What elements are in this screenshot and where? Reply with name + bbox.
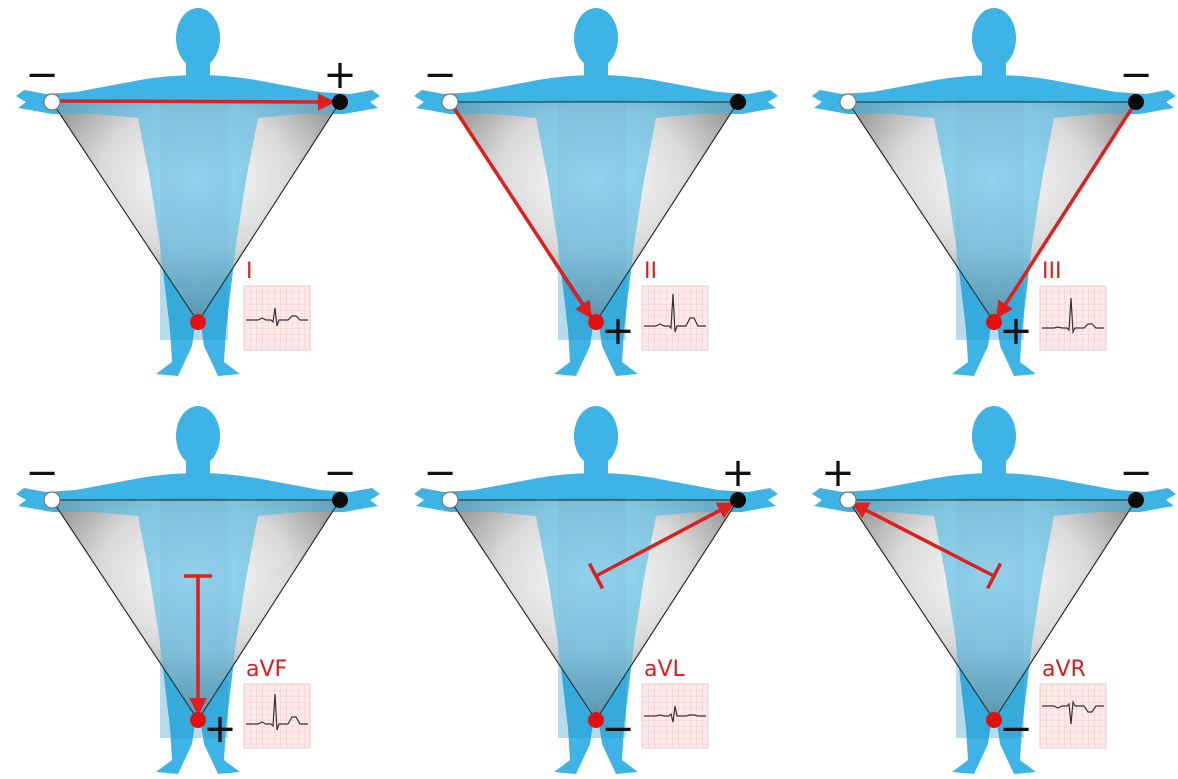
ecg-waveform xyxy=(644,705,706,723)
ecg-trace-thumbnail xyxy=(1039,683,1107,749)
ecg-waveform xyxy=(1042,699,1104,725)
right-arm-electrode xyxy=(441,93,459,111)
black-electrode-polarity-sign: + xyxy=(721,450,755,496)
einthoven-triangle-overlay xyxy=(51,499,341,721)
black-electrode-polarity-sign: − xyxy=(1119,450,1153,496)
ecg-trace-thumbnail xyxy=(1039,285,1107,351)
lead-vector-arrow xyxy=(850,502,995,578)
right-arm-electrode xyxy=(839,93,857,111)
left-arm-electrode xyxy=(730,94,746,110)
red-electrode-polarity-sign: − xyxy=(601,706,635,752)
left-leg-electrode xyxy=(588,314,604,330)
lead-label: II xyxy=(644,259,657,284)
left-leg-electrode xyxy=(190,712,206,728)
ecg-trace-thumbnail xyxy=(641,285,709,351)
right-arm-electrode xyxy=(441,491,459,509)
left-leg-electrode xyxy=(190,314,206,330)
lead-vector-arrow xyxy=(53,93,336,111)
ecg-trace-thumbnail xyxy=(243,683,311,749)
red-electrode-polarity-sign: − xyxy=(999,706,1033,752)
left-arm-electrode xyxy=(1128,492,1144,508)
left-leg-electrode xyxy=(986,314,1002,330)
black-electrode-polarity-sign: + xyxy=(323,52,357,98)
lead-vector-arrow xyxy=(996,107,1134,319)
ecg-trace-thumbnail xyxy=(243,285,311,351)
lead-label: III xyxy=(1042,259,1061,284)
lead-vector-arrow xyxy=(452,107,592,319)
red-electrode-polarity-sign: + xyxy=(999,308,1033,354)
red-electrode-polarity-sign: + xyxy=(601,308,635,354)
right-arm-electrode xyxy=(43,93,61,111)
red-electrode-polarity-sign: + xyxy=(203,706,237,752)
lead-panel-III: − + III xyxy=(812,8,1176,376)
left-leg-electrode xyxy=(588,712,604,728)
lead-panel-aVL: −+−aVL xyxy=(414,406,778,774)
white-electrode-polarity-sign: + xyxy=(821,450,855,496)
lead-vector-tail-bar xyxy=(986,562,1002,590)
ecg-waveform xyxy=(644,293,706,333)
black-electrode-polarity-sign: − xyxy=(323,450,357,496)
lead-label: I xyxy=(246,259,253,284)
left-leg-electrode xyxy=(986,712,1002,728)
left-arm-electrode xyxy=(332,94,348,110)
einthoven-triangle-overlay xyxy=(847,499,1137,721)
lead-label: aVL xyxy=(644,657,686,682)
lead-panel-II: − + II xyxy=(414,8,778,376)
left-arm-electrode xyxy=(1128,94,1144,110)
left-arm-electrode xyxy=(730,492,746,508)
white-electrode-polarity-sign: − xyxy=(25,450,59,496)
lead-panel-aVF: − − + aVF xyxy=(16,406,380,774)
lead-vector-arrow xyxy=(595,502,736,578)
ecg-waveform xyxy=(246,307,308,327)
lead-panel-aVR: +−−aVR xyxy=(812,406,1176,774)
lead-vector-tail-bar xyxy=(587,562,605,590)
einthoven-triangle-overlay xyxy=(449,499,739,721)
right-arm-electrode xyxy=(43,491,61,509)
black-electrode-polarity-sign: − xyxy=(1119,52,1153,98)
white-electrode-polarity-sign: − xyxy=(25,52,59,98)
white-electrode-polarity-sign: − xyxy=(423,52,457,98)
ecg-trace-thumbnail xyxy=(641,683,709,749)
lead-panel-I: − + I xyxy=(16,8,380,376)
lead-label: aVR xyxy=(1042,657,1086,682)
ecg-waveform xyxy=(1042,297,1104,335)
ecg-waveform xyxy=(246,693,308,731)
lead-label: aVF xyxy=(246,657,287,682)
left-arm-electrode xyxy=(332,492,348,508)
white-electrode-polarity-sign: − xyxy=(423,450,457,496)
right-arm-electrode xyxy=(839,491,857,509)
